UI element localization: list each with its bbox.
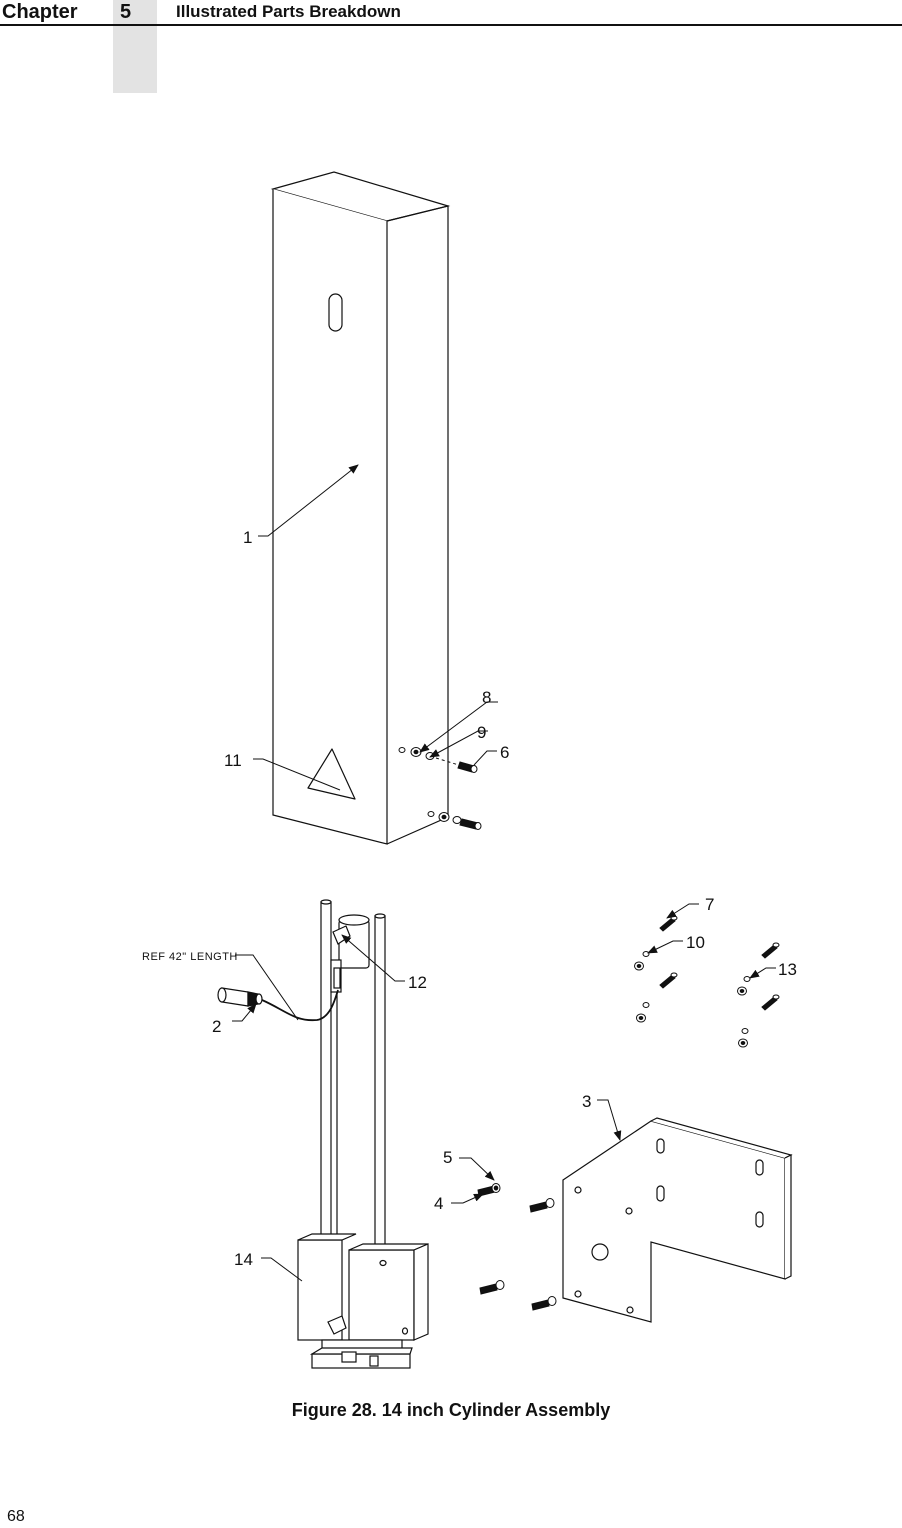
callout-2: 2 [212, 1017, 221, 1036]
page-number: 68 [7, 1508, 25, 1525]
mounting-bracket [562, 1117, 793, 1323]
callout-5: 5 [443, 1148, 452, 1167]
callout-11: 11 [224, 751, 242, 770]
callout-10: 10 [686, 933, 705, 952]
chapter-number: 5 [120, 1, 132, 23]
callout-12: 12 [408, 973, 427, 992]
ref-length-annotation: REF 42" LENGTH [142, 951, 238, 963]
figure-caption: Figure 28. 14 inch Cylinder Assembly [291, 1400, 611, 1420]
callout-9: 9 [477, 723, 486, 742]
cylinder-assembly [297, 899, 429, 1369]
header-rule [0, 24, 902, 26]
sensor-connector [217, 987, 339, 1022]
callout-13: 13 [778, 960, 797, 979]
loose-hardware [634, 915, 780, 1048]
leader-lines [232, 464, 776, 1282]
housing-fasteners [398, 747, 482, 830]
callout-labels: 1 2 3 4 5 6 7 8 9 10 11 12 13 14 REF 42"… [142, 528, 797, 1269]
callout-3: 3 [582, 1092, 591, 1111]
callout-4: 4 [434, 1194, 443, 1213]
callout-8: 8 [482, 688, 491, 707]
chapter-label: Chapter [2, 1, 78, 23]
chapter-title: Illustrated Parts Breakdown [176, 2, 401, 21]
callout-6: 6 [500, 743, 509, 762]
bracket-fasteners [477, 1183, 557, 1311]
callout-7: 7 [705, 895, 714, 914]
housing-slot [328, 293, 343, 332]
housing-triangle-cutout [307, 748, 356, 800]
cylinder-housing [270, 171, 451, 845]
page-header: Chapter 5 Illustrated Parts Breakdown [0, 0, 902, 93]
callout-14: 14 [234, 1250, 253, 1269]
callout-1: 1 [243, 528, 252, 547]
chapter-tab [113, 0, 157, 93]
